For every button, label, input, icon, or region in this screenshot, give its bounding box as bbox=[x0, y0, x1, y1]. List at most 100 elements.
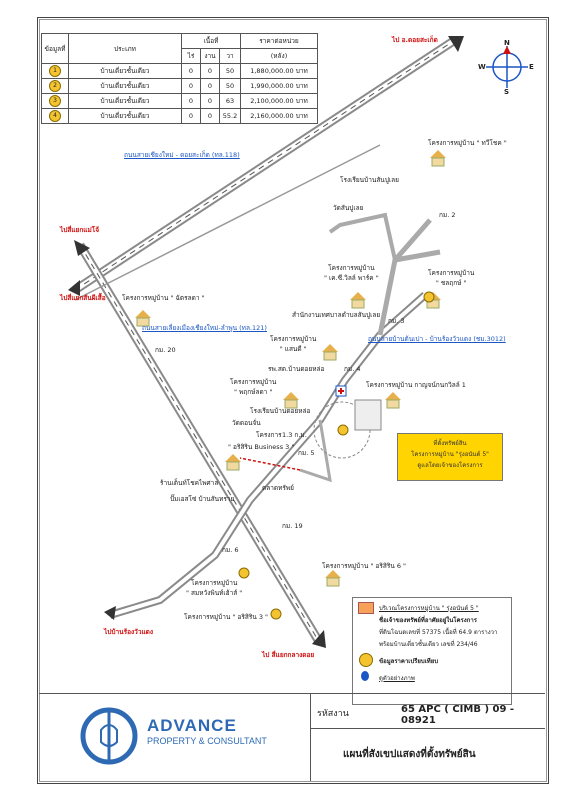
road-bypass-line bbox=[74, 144, 381, 301]
label-road-3012: ถนนสายบ้านต้นเปา - บ้านร้องวัวแดง (ชม.30… bbox=[368, 335, 506, 343]
subject-property-callout: ที่ตั้งทรัพย์สิน โครงการหมู่บ้าน "รุ่งอน… bbox=[397, 433, 503, 481]
house-icon bbox=[283, 392, 299, 409]
page-frame-inner bbox=[39, 19, 547, 782]
table-row: 2 บ้านเดี่ยวชั้นเดียว 0 0 50 1,990,000.0… bbox=[41, 78, 318, 94]
compass-s: S bbox=[504, 88, 510, 96]
road-branch-east bbox=[394, 249, 441, 263]
map-legend: บริเวณโครงการหมู่บ้าน " รุ่งอนันต์ 5 " ช… bbox=[352, 597, 512, 705]
legend-deed: ที่ดินโฉนดเลขที่ 57375 เนื้อที่ 64.9 ตาร… bbox=[379, 629, 498, 636]
label-shop-tent: ร้านเต็นท์โชคไพศาล bbox=[160, 479, 219, 487]
legend-project-area: บริเวณโครงการหมู่บ้าน " รุ่งอนันต์ 5 " bbox=[379, 605, 479, 612]
brand-subtitle: PROPERTY & CONSULTANT bbox=[147, 736, 267, 746]
legend-photo-pin-icon bbox=[361, 671, 369, 681]
legend-swatch-project bbox=[358, 602, 374, 614]
compare-marker-3 bbox=[238, 567, 250, 579]
cell-rai: 0 bbox=[181, 108, 201, 124]
label-to-maejo: ไปสี่แยกแม่โจ้ bbox=[60, 226, 100, 234]
label-proj-somwang: โครงการหมู่บ้าน " สมหวังพินท์เฮ้าส์ " bbox=[186, 579, 243, 597]
map-title: แผนที่สังเขปแสดงที่ตั้งทรัพย์สิน bbox=[343, 749, 476, 760]
label-road-118: ถนนสายเชียงใหม่ - ดอยสะเก็ด (ทล.118) bbox=[124, 151, 240, 159]
table-row: 3 บ้านเดี่ยวชั้นเดียว 0 0 63 2,100,000.0… bbox=[41, 93, 318, 109]
label-km20: กม. 20 bbox=[155, 346, 176, 354]
company-logo-icon bbox=[80, 707, 138, 765]
subject-site-plan bbox=[354, 399, 382, 431]
compass-n: N bbox=[504, 39, 510, 47]
label-km4: กม. 4 bbox=[344, 365, 361, 373]
col-header-type: ประเภท bbox=[68, 33, 182, 64]
arrow-maejo bbox=[74, 240, 90, 256]
label-proj-saendee: โครงการหมู่บ้าน " แสนดี " bbox=[270, 335, 317, 353]
label-km19: กม. 19 bbox=[282, 522, 303, 530]
label-wat-donchan: วัดดอนจั่น bbox=[232, 419, 261, 427]
road-highway-121 bbox=[76, 242, 322, 643]
legend-compare: ข้อมูลราคาเปรียบเทียบ bbox=[379, 658, 439, 665]
cell-price: 2,160,000.00 บาท bbox=[240, 108, 318, 124]
label-proj-kc-ville: โครงการหมู่บ้าน " เค.ซี.วิลล์ พาร์ค " bbox=[324, 264, 379, 282]
house-icon bbox=[325, 570, 341, 587]
arrow-west-1 bbox=[68, 280, 80, 296]
label-proj-pruklada: โครงการหมู่บ้าน " พฤกษ์ลดา " bbox=[230, 378, 277, 396]
road-project-access bbox=[299, 419, 332, 483]
job-code-value: 65 APC ( CIMB ) 09 - 08921 bbox=[401, 704, 515, 726]
compass-icon bbox=[486, 46, 528, 88]
marker-1: 1 bbox=[49, 65, 61, 77]
label-market: ตลาดทรัพย์ bbox=[262, 484, 294, 492]
legend-owner: ชื่อเจ้าของทรัพย์ที่อาศัยอยู่ในโครงการ bbox=[379, 617, 477, 624]
label-gas-station: ปั๊มเอสโซ่ บ้านสันทราย bbox=[170, 495, 235, 503]
label-health-center: รพ.สต.บ้านดอยหล่อ bbox=[268, 365, 325, 373]
label-proj-arisirin3: โครงการหมู่บ้าน " อริสิริน 3 " bbox=[184, 613, 269, 621]
route-to-project bbox=[239, 457, 301, 471]
hospital-icon bbox=[335, 385, 347, 397]
arrow-sanpatong bbox=[312, 630, 326, 648]
label-road-121: ถนนสายเลี่ยงเมืองเชียงใหม่-ลำพูน (ทล.121… bbox=[142, 324, 267, 332]
label-to-doi-saket: ไป อ.ดอยสะเก็ด bbox=[392, 36, 438, 44]
cell-type: บ้านเดี่ยวชั้นเดียว bbox=[68, 108, 182, 124]
legend-photo: ดูตัวอย่างภาพ bbox=[379, 675, 415, 682]
label-to-ban-rongwua: ไปบ้านร้องวัวแดง bbox=[104, 628, 154, 636]
compare-marker-4 bbox=[270, 608, 282, 620]
compare-marker-2 bbox=[423, 291, 435, 303]
arrow-doi-saket bbox=[448, 36, 464, 52]
table-row: 1 บ้านเดี่ยวชั้นเดียว 0 0 50 1,880,000.0… bbox=[41, 63, 318, 79]
label-proj-chonlerk: โครงการหมู่บ้าน " ชลฤกษ์ " bbox=[428, 269, 475, 287]
label-proj-chatchai: โครงการหมู่บ้าน " ฉัตรลดา " bbox=[122, 294, 205, 302]
callout-project: โครงการหมู่บ้าน "รุ่งอนันต์ 5" bbox=[411, 451, 489, 458]
table-row: 4 บ้านเดี่ยวชั้นเดียว 0 0 55.2 2,160,000… bbox=[41, 108, 318, 124]
house-icon bbox=[350, 292, 366, 309]
legend-swatch-compare bbox=[359, 653, 373, 667]
label-proj-arisirin-biz3: " อริสิริน Business 3 " bbox=[228, 443, 295, 451]
footer: ADVANCE PROPERTY & CONSULTANT รหัสงาน 65… bbox=[39, 693, 545, 781]
label-proj-kanjkanok: โครงการหมู่บ้าน กาญจน์กนกวิลล์ 1 bbox=[366, 381, 466, 389]
marker-3: 3 bbox=[49, 95, 61, 107]
label-km6: กม. 6 bbox=[222, 546, 239, 554]
job-code-label: รหัสงาน bbox=[317, 709, 349, 719]
road-sanpuloei bbox=[108, 292, 428, 619]
compass-e: E bbox=[529, 63, 534, 71]
house-icon bbox=[225, 454, 241, 471]
road-highway-118 bbox=[72, 36, 458, 294]
job-code-box: รหัสงาน 65 APC ( CIMB ) 09 - 08921 bbox=[311, 694, 545, 729]
page-frame bbox=[37, 17, 549, 784]
marker-2: 2 bbox=[49, 80, 61, 92]
label-distance: 1.3 ก.ม. bbox=[282, 431, 307, 439]
map-title-box: แผนที่สังเขปแสดงที่ตั้งทรัพย์สิน bbox=[311, 729, 545, 781]
label-sao-office: สำนักงานเทศบาลตำบลสันปูเลย bbox=[292, 311, 381, 319]
label-km5: กม. 5 bbox=[298, 449, 315, 457]
label-to-klangdoi: ไป สี่แยกกลางดอย bbox=[262, 651, 315, 659]
logo-area: ADVANCE PROPERTY & CONSULTANT bbox=[39, 694, 311, 781]
callout-title: ที่ตั้งทรัพย์สิน bbox=[433, 440, 467, 447]
house-icon bbox=[135, 310, 151, 327]
brand-name: ADVANCE bbox=[147, 716, 237, 735]
cell-wa: 55.2 bbox=[219, 108, 241, 124]
house-icon bbox=[430, 150, 446, 167]
arrow-banmaejo bbox=[104, 606, 116, 620]
callout-owner: ดูแลโดยเจ้าของโครงการ bbox=[417, 462, 483, 469]
label-km3: กม. 3 bbox=[388, 317, 405, 325]
marker-4: 4 bbox=[49, 110, 61, 122]
label-to-sankamphaeng: ไปสี่แยกสันผีเสื้อ bbox=[60, 294, 106, 302]
legend-house: พร้อมบ้านเดี่ยวชั้นเดียว เลขที่ 234/46 bbox=[379, 641, 478, 648]
compare-marker-1 bbox=[337, 424, 349, 436]
label-proj-arisirin6: โครงการหมู่บ้าน " อริสิริน 6 " bbox=[322, 562, 407, 570]
label-proj-thawichot: โครงการหมู่บ้าน " ทวีโชค " bbox=[428, 139, 507, 147]
